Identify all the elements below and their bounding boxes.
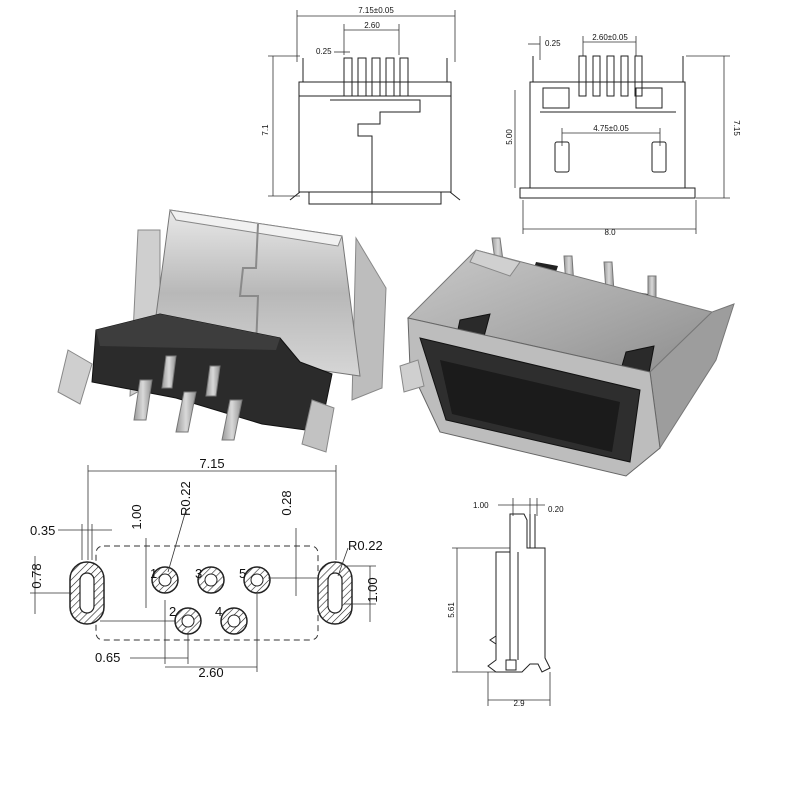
profile-depth-label: 2.9 bbox=[513, 699, 525, 708]
side-profile: 1.00 0.20 5.61 2.9 bbox=[447, 498, 564, 708]
pin-number-2: 2 bbox=[169, 604, 176, 619]
front-pin-width-label: 0.25 bbox=[316, 47, 332, 56]
pin-number-3: 3 bbox=[195, 566, 202, 581]
pin-size-label: 0.28 bbox=[279, 490, 294, 515]
pitch-label: 2.60 bbox=[198, 665, 223, 680]
front-width-label: 7.15±0.05 bbox=[358, 6, 394, 15]
row-offset-label: 1.00 bbox=[129, 504, 144, 529]
pad-radius-left-label: R0.22 bbox=[178, 481, 193, 516]
shell-thickness-label: 1.00 bbox=[473, 501, 489, 510]
profile-height-label: 5.61 bbox=[447, 602, 456, 618]
side-pin-width-label: 0.25 bbox=[545, 39, 561, 48]
pin-offset-label: 0.65 bbox=[95, 650, 120, 665]
slot-height-label: 0.78 bbox=[29, 563, 44, 588]
side-total-height-label: 7.15 bbox=[732, 120, 741, 136]
front-pitch-label: 2.60 bbox=[364, 21, 380, 30]
connector-photo-back bbox=[57, 209, 387, 453]
pin-thickness-label: 0.20 bbox=[548, 505, 564, 514]
side-pitch-label: 2.60±0.05 bbox=[592, 33, 628, 42]
front-view: 7.15±0.05 2.60 0.25 7.1 bbox=[261, 6, 461, 205]
connector-photo-front bbox=[399, 237, 735, 477]
pad-radius-right-label: R0.22 bbox=[348, 538, 383, 553]
side-slot-span-label: 4.75±0.05 bbox=[593, 124, 629, 133]
pin-number-5: 5 bbox=[239, 566, 246, 581]
pin-number-4: 4 bbox=[215, 604, 222, 619]
pcb-footprint: 7.15 1 2 3 4 5 0.35 0.78 bbox=[29, 456, 383, 680]
footprint-width-label: 7.15 bbox=[199, 456, 224, 471]
side-width-label: 8.0 bbox=[604, 228, 616, 237]
side-inner-height-label: 5.00 bbox=[505, 129, 514, 145]
side-view: 0.25 2.60±0.05 4.75±0.05 5.00 bbox=[505, 33, 741, 237]
pin-number-1: 1 bbox=[150, 566, 157, 581]
front-height-label: 7.1 bbox=[261, 124, 270, 136]
slot-length-label: 1.00 bbox=[365, 577, 380, 602]
slot-width-label: 0.35 bbox=[30, 523, 55, 538]
